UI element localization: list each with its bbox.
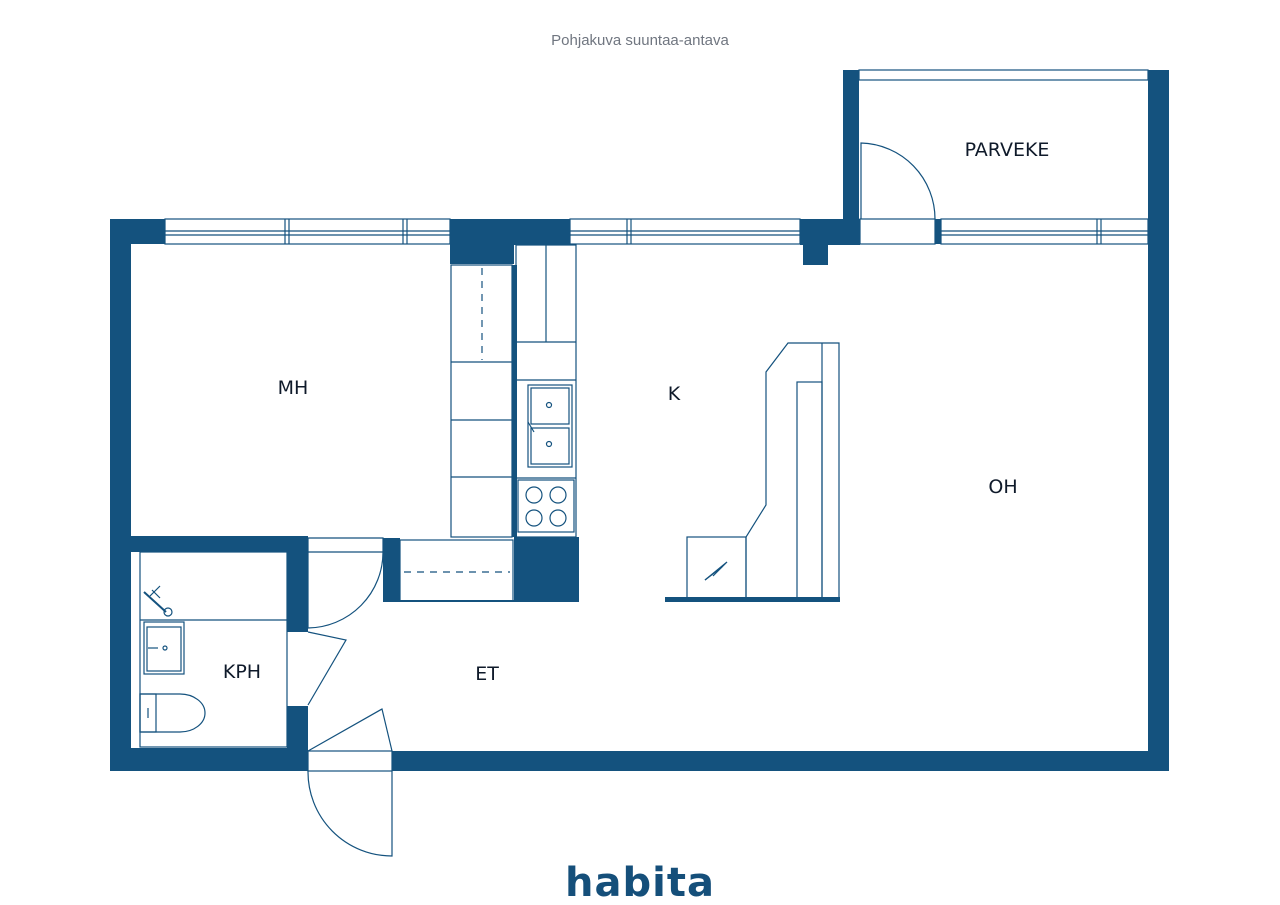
toilet-icon [139, 693, 206, 733]
room-label-oh: OH [988, 476, 1017, 498]
wardrobes [450, 264, 513, 538]
shower-icon [143, 585, 173, 617]
room-label-mh: MH [278, 377, 309, 399]
windows [164, 69, 1149, 245]
doors [307, 537, 393, 857]
bathroom-fixtures [139, 585, 206, 733]
room-label-et: ET [475, 663, 499, 685]
room-label-kph: KPH [223, 661, 261, 683]
kitchen-island [665, 342, 840, 602]
habita-logo: habita [565, 860, 715, 905]
room-label-parveke: PARVEKE [965, 139, 1050, 161]
hall-closet [399, 539, 514, 602]
sink-icon [527, 384, 573, 468]
balcony-door-swing [860, 142, 936, 220]
outer-walls [110, 70, 1169, 771]
plan-caption: Pohjakuva suuntaa-antava [551, 32, 729, 49]
stove-icon [517, 479, 575, 533]
room-label-k: K [668, 383, 681, 405]
kitchen-counter [515, 244, 577, 538]
interior-walls [110, 265, 579, 771]
washbasin-icon [143, 621, 185, 675]
